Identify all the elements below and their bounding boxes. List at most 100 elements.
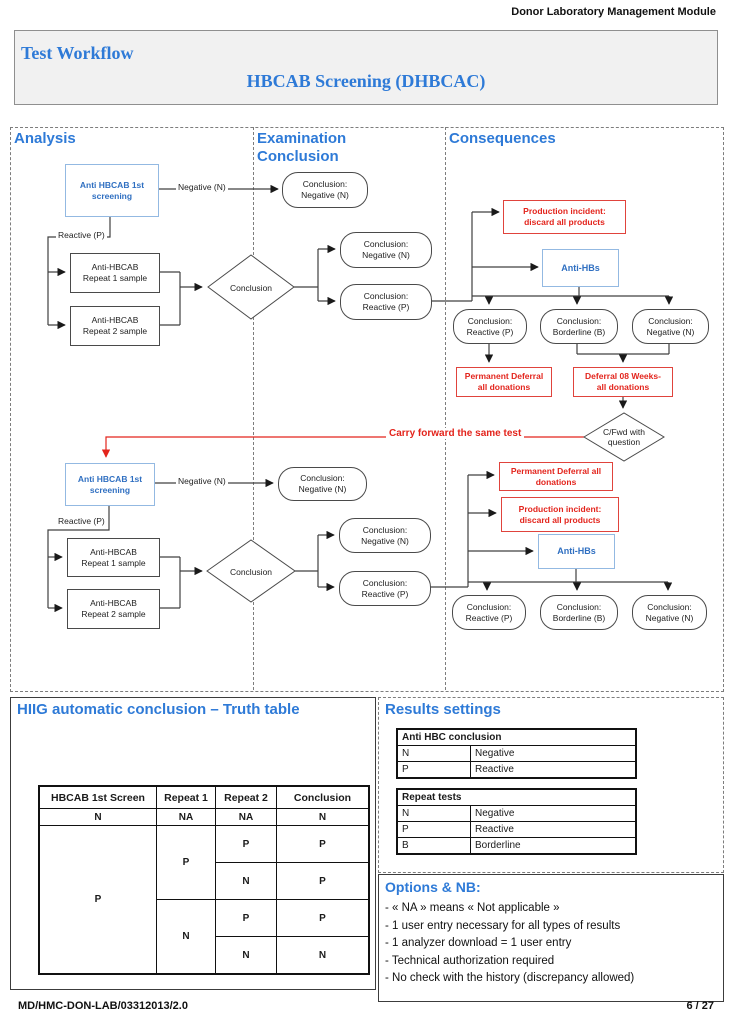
table-row: N P [39,862,370,900]
cell: N [276,936,370,975]
node-conclusion-reactive: Conclusion: Reactive (P) [453,309,527,344]
label-negative-n: Negative (N) [176,476,228,486]
option-item: - « NA » means « Not applicable » [385,902,560,914]
table-row: N N [39,936,370,975]
label-reactive-p: Reactive (P) [56,230,107,240]
repeat-tests-table: Repeat tests N Negative P Reactive B Bor… [396,788,637,855]
node-anti-hbcab-1st-screening: Anti HBCAB 1st screening [65,463,155,506]
node-anti-hbs: Anti-HBs [538,534,615,569]
node-conclusion-negative: Conclusion: Negative (N) [339,518,431,553]
cell: P [396,821,471,838]
cell: P [276,825,370,863]
node-permanent-deferral: Permanent Deferral all donations [456,367,552,397]
table-title: Anti HBC conclusion [396,728,637,746]
options-panel: Options & NB: - « NA » means « Not appli… [378,874,724,1002]
cell: N [396,805,471,822]
col-header: Repeat 2 [215,785,277,809]
column-separator [445,127,446,690]
truth-table-panel: HIIG automatic conclusion – Truth table … [10,697,376,990]
node-deferral-8-weeks: Deferral 08 Weeks- all donations [573,367,673,397]
document-reference: MD/HMC-DON-LAB/03312013/2.0 [18,1000,188,1012]
truth-table-title: HIIG automatic conclusion – Truth table [17,701,300,718]
table-row: P P P P [38,825,370,975]
cell: N [38,808,157,826]
column-separator [253,127,254,690]
analysis-heading: Analysis [14,130,76,147]
label-reactive-p: Reactive (P) [56,516,107,526]
anti-hbc-conclusion-table: Anti HBC conclusion N Negative P Reactiv… [396,728,637,779]
cell: Reactive [470,761,637,779]
cell: Borderline [470,837,637,855]
node-anti-hbcab-1st-screening: Anti HBCAB 1st screening [65,164,159,217]
table-header-row: HBCAB 1st Screen Repeat 1 Repeat 2 Concl… [38,785,370,809]
table-row: P Reactive [396,821,637,838]
consequences-heading: Consequences [449,130,556,147]
workflow-label: Test Workflow [21,43,134,63]
node-conclusion-reactive: Conclusion: Reactive (P) [339,571,431,606]
col-header: Conclusion [276,785,370,809]
label-negative-n: Negative (N) [176,182,228,192]
module-title: Donor Laboratory Management Module [511,6,716,18]
page-number: 6 / 27 [686,1000,714,1012]
page-title: HBCAB Screening (DHBCAC) [246,71,486,91]
table-row: B Borderline [396,837,637,855]
option-item: - No check with the history (discrepancy… [385,972,635,984]
cfwd-diamond-label: C/Fwd with question [602,427,646,447]
table-title: Repeat tests [396,788,637,806]
node-conclusion-negative: Conclusion: Negative (N) [632,595,707,630]
cell: N [215,936,277,975]
carry-forward-label: Carry forward the same test [386,428,525,439]
cell: N [396,745,471,762]
cell: P [156,825,216,900]
cell: P [276,862,370,900]
col-header: Repeat 1 [156,785,216,809]
col-header: HBCAB 1st Screen [38,785,157,809]
cell: P [396,761,471,779]
option-item: - 1 analyzer download = 1 user entry [385,937,572,949]
node-production-incident: Production incident: discard all product… [501,497,619,532]
cell: N [276,808,370,826]
table-row: P Reactive [396,761,637,779]
node-anti-hbs: Anti-HBs [542,249,619,287]
truth-table: HBCAB 1st Screen Repeat 1 Repeat 2 Concl… [38,785,370,975]
option-item: - 1 user entry necessary for all types o… [385,919,621,932]
title-box: Test Workflow HBCAB Screening (DHBCAC) [14,30,718,105]
node-conclusion-negative: Conclusion: Negative (N) [632,309,709,344]
cell: NA [215,808,277,826]
examination-conclusion-heading: Examination Conclusion [257,130,347,165]
options-list: - « NA » means « Not applicable » - 1 us… [385,900,719,988]
node-conclusion-negative: Conclusion: Negative (N) [282,172,368,208]
cell: N [215,862,277,900]
cell: P [215,899,277,937]
conclusion-diamond-label: Conclusion [229,567,273,577]
node-conclusion-borderline: Conclusion: Borderline (B) [540,309,618,344]
cell: P [276,899,370,937]
table-header-row: Anti HBC conclusion [396,728,637,746]
table-row: N NA NA N [38,808,370,826]
cell: B [396,837,471,855]
table-row: N Negative [396,805,637,822]
cell: Negative [470,745,637,762]
node-repeat-2-sample: Anti-HBCAB Repeat 2 sample [70,306,160,346]
node-conclusion-reactive: Conclusion: Reactive (P) [452,595,526,630]
cell: P [38,825,157,975]
node-repeat-1-sample: Anti-HBCAB Repeat 1 sample [70,253,160,293]
node-repeat-2-sample: Anti-HBCAB Repeat 2 sample [67,589,160,629]
node-conclusion-reactive: Conclusion: Reactive (P) [340,284,432,320]
table-row: N Negative [396,745,637,762]
results-settings-panel: Results settings Anti HBC conclusion N N… [378,697,724,873]
table-header-row: Repeat tests [396,788,637,806]
results-settings-title: Results settings [385,701,501,718]
node-conclusion-negative: Conclusion: Negative (N) [278,467,367,501]
cell: P [215,825,277,863]
node-repeat-1-sample: Anti-HBCAB Repeat 1 sample [67,538,160,577]
cell: Negative [470,805,637,822]
node-permanent-deferral: Permanent Deferral all donations [499,462,613,491]
node-conclusion-borderline: Conclusion: Borderline (B) [540,595,618,630]
options-title: Options & NB: [385,879,481,895]
cell: Reactive [470,821,637,838]
table-row: N P P [39,899,370,975]
conclusion-diamond-label: Conclusion [229,283,273,293]
cell: NA [156,808,216,826]
